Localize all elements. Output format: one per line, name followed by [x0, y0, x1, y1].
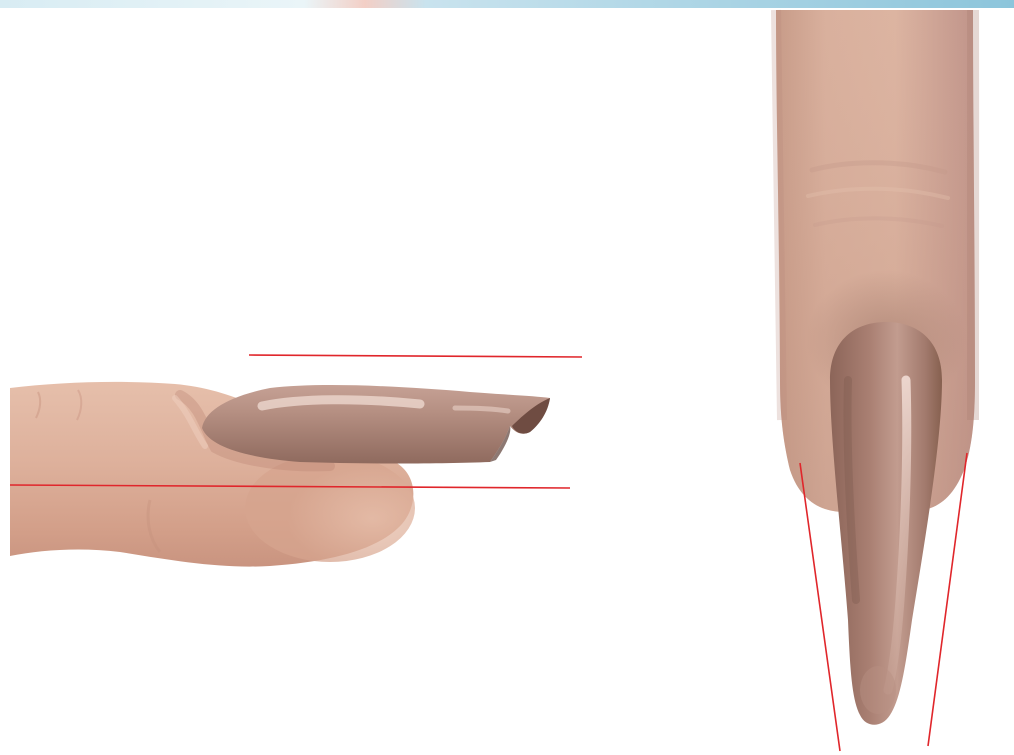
side-guide-top-line: [249, 355, 582, 357]
side-view-nail: [202, 385, 550, 463]
front-view-nail: [830, 322, 942, 725]
